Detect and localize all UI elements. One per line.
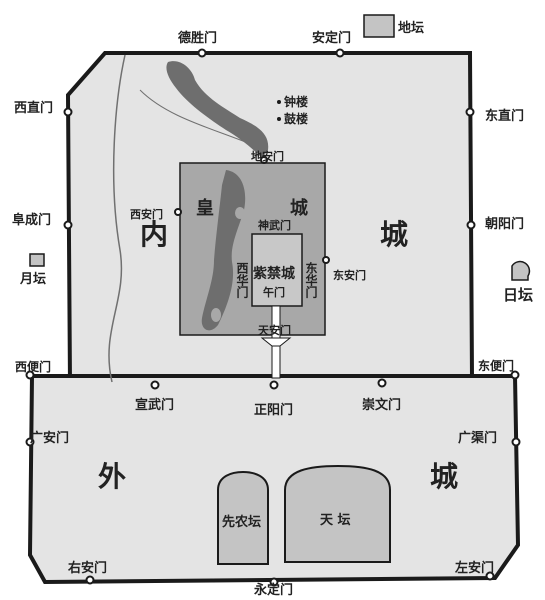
- xibianmen-label: 西便门: [15, 359, 51, 374]
- gate-markers: [25, 48, 521, 587]
- guangqumen-label: 广渠门: [458, 430, 497, 446]
- forbidden-noon-gate-label: 午门: [263, 285, 285, 299]
- bell-tower-dot: [277, 100, 281, 104]
- xizhimen-label: 西直门: [14, 100, 53, 116]
- east-imperial-gate-label: 东安门: [333, 268, 366, 282]
- outer-city-char2: 城: [430, 460, 458, 493]
- central-lakes: [201, 170, 246, 331]
- sun-altar-label: 日坛: [503, 286, 533, 304]
- deshengmen-label: 德胜门: [178, 30, 217, 46]
- guanganmen-label: 广安门: [30, 430, 69, 446]
- legend-swatch: [363, 14, 395, 38]
- north-imperial-gate-label: 地安门: [251, 149, 284, 163]
- zhengyangmen-label: 正阳门: [254, 402, 293, 418]
- dongbianmen-label: 东便门: [478, 358, 514, 373]
- heaven-altar: [284, 464, 391, 563]
- forbidden-west-gate-label: 西华门: [235, 262, 249, 299]
- xiannong-altar-label: 先农坛: [222, 514, 261, 530]
- forbidden-north-gate-label: 神武门: [258, 218, 291, 232]
- yongdingmen-label: 永定门: [253, 582, 293, 598]
- bell-tower-label: 钟楼: [284, 94, 308, 109]
- andingmen-label: 安定门: [312, 30, 351, 46]
- heaven-altar-label: 天 坛: [320, 512, 351, 528]
- inner-city-char1: 内: [140, 218, 168, 251]
- sun-altar-marker: [511, 260, 531, 281]
- drum-tower-label: 鼓楼: [284, 111, 308, 126]
- north-lakes: [166, 61, 269, 158]
- chongwenmen-label: 崇文门: [362, 397, 401, 413]
- south-imperial-gate-label: 天安门: [258, 323, 291, 337]
- xuanwumen-label: 宣武门: [135, 397, 174, 413]
- inner-city-char2: 城: [380, 218, 408, 251]
- zuoanmen-label: 左安门: [455, 560, 494, 576]
- west-imperial-gate-label: 西安门: [130, 207, 163, 221]
- drum-tower-dot: [277, 117, 281, 121]
- moon-altar-marker: [29, 253, 45, 267]
- xiannong-altar: [217, 470, 269, 565]
- dongzhimen-label: 东直门: [485, 108, 524, 124]
- fuchengmen-label: 阜成门: [12, 212, 51, 228]
- lake-islet-south: [211, 308, 221, 322]
- lake-islet-north: [235, 207, 245, 219]
- imperial-city-char1: 皇: [196, 197, 214, 219]
- western-river-line: [108, 54, 126, 383]
- tiananmen-square: [260, 337, 292, 347]
- imperial-city-char2: 城: [290, 197, 308, 219]
- youanmen-label: 右安门: [67, 560, 107, 576]
- outer-city-char1: 外: [98, 460, 126, 493]
- chaoyangmen-label: 朝阳门: [485, 216, 524, 232]
- forbidden-city-area: [251, 233, 303, 307]
- moon-altar-label: 月坛: [19, 271, 46, 287]
- forbidden-city-name: 紫禁城: [253, 265, 295, 282]
- forbidden-east-gate-label: 东华门: [304, 261, 318, 299]
- legend-label: 地坛: [398, 20, 424, 36]
